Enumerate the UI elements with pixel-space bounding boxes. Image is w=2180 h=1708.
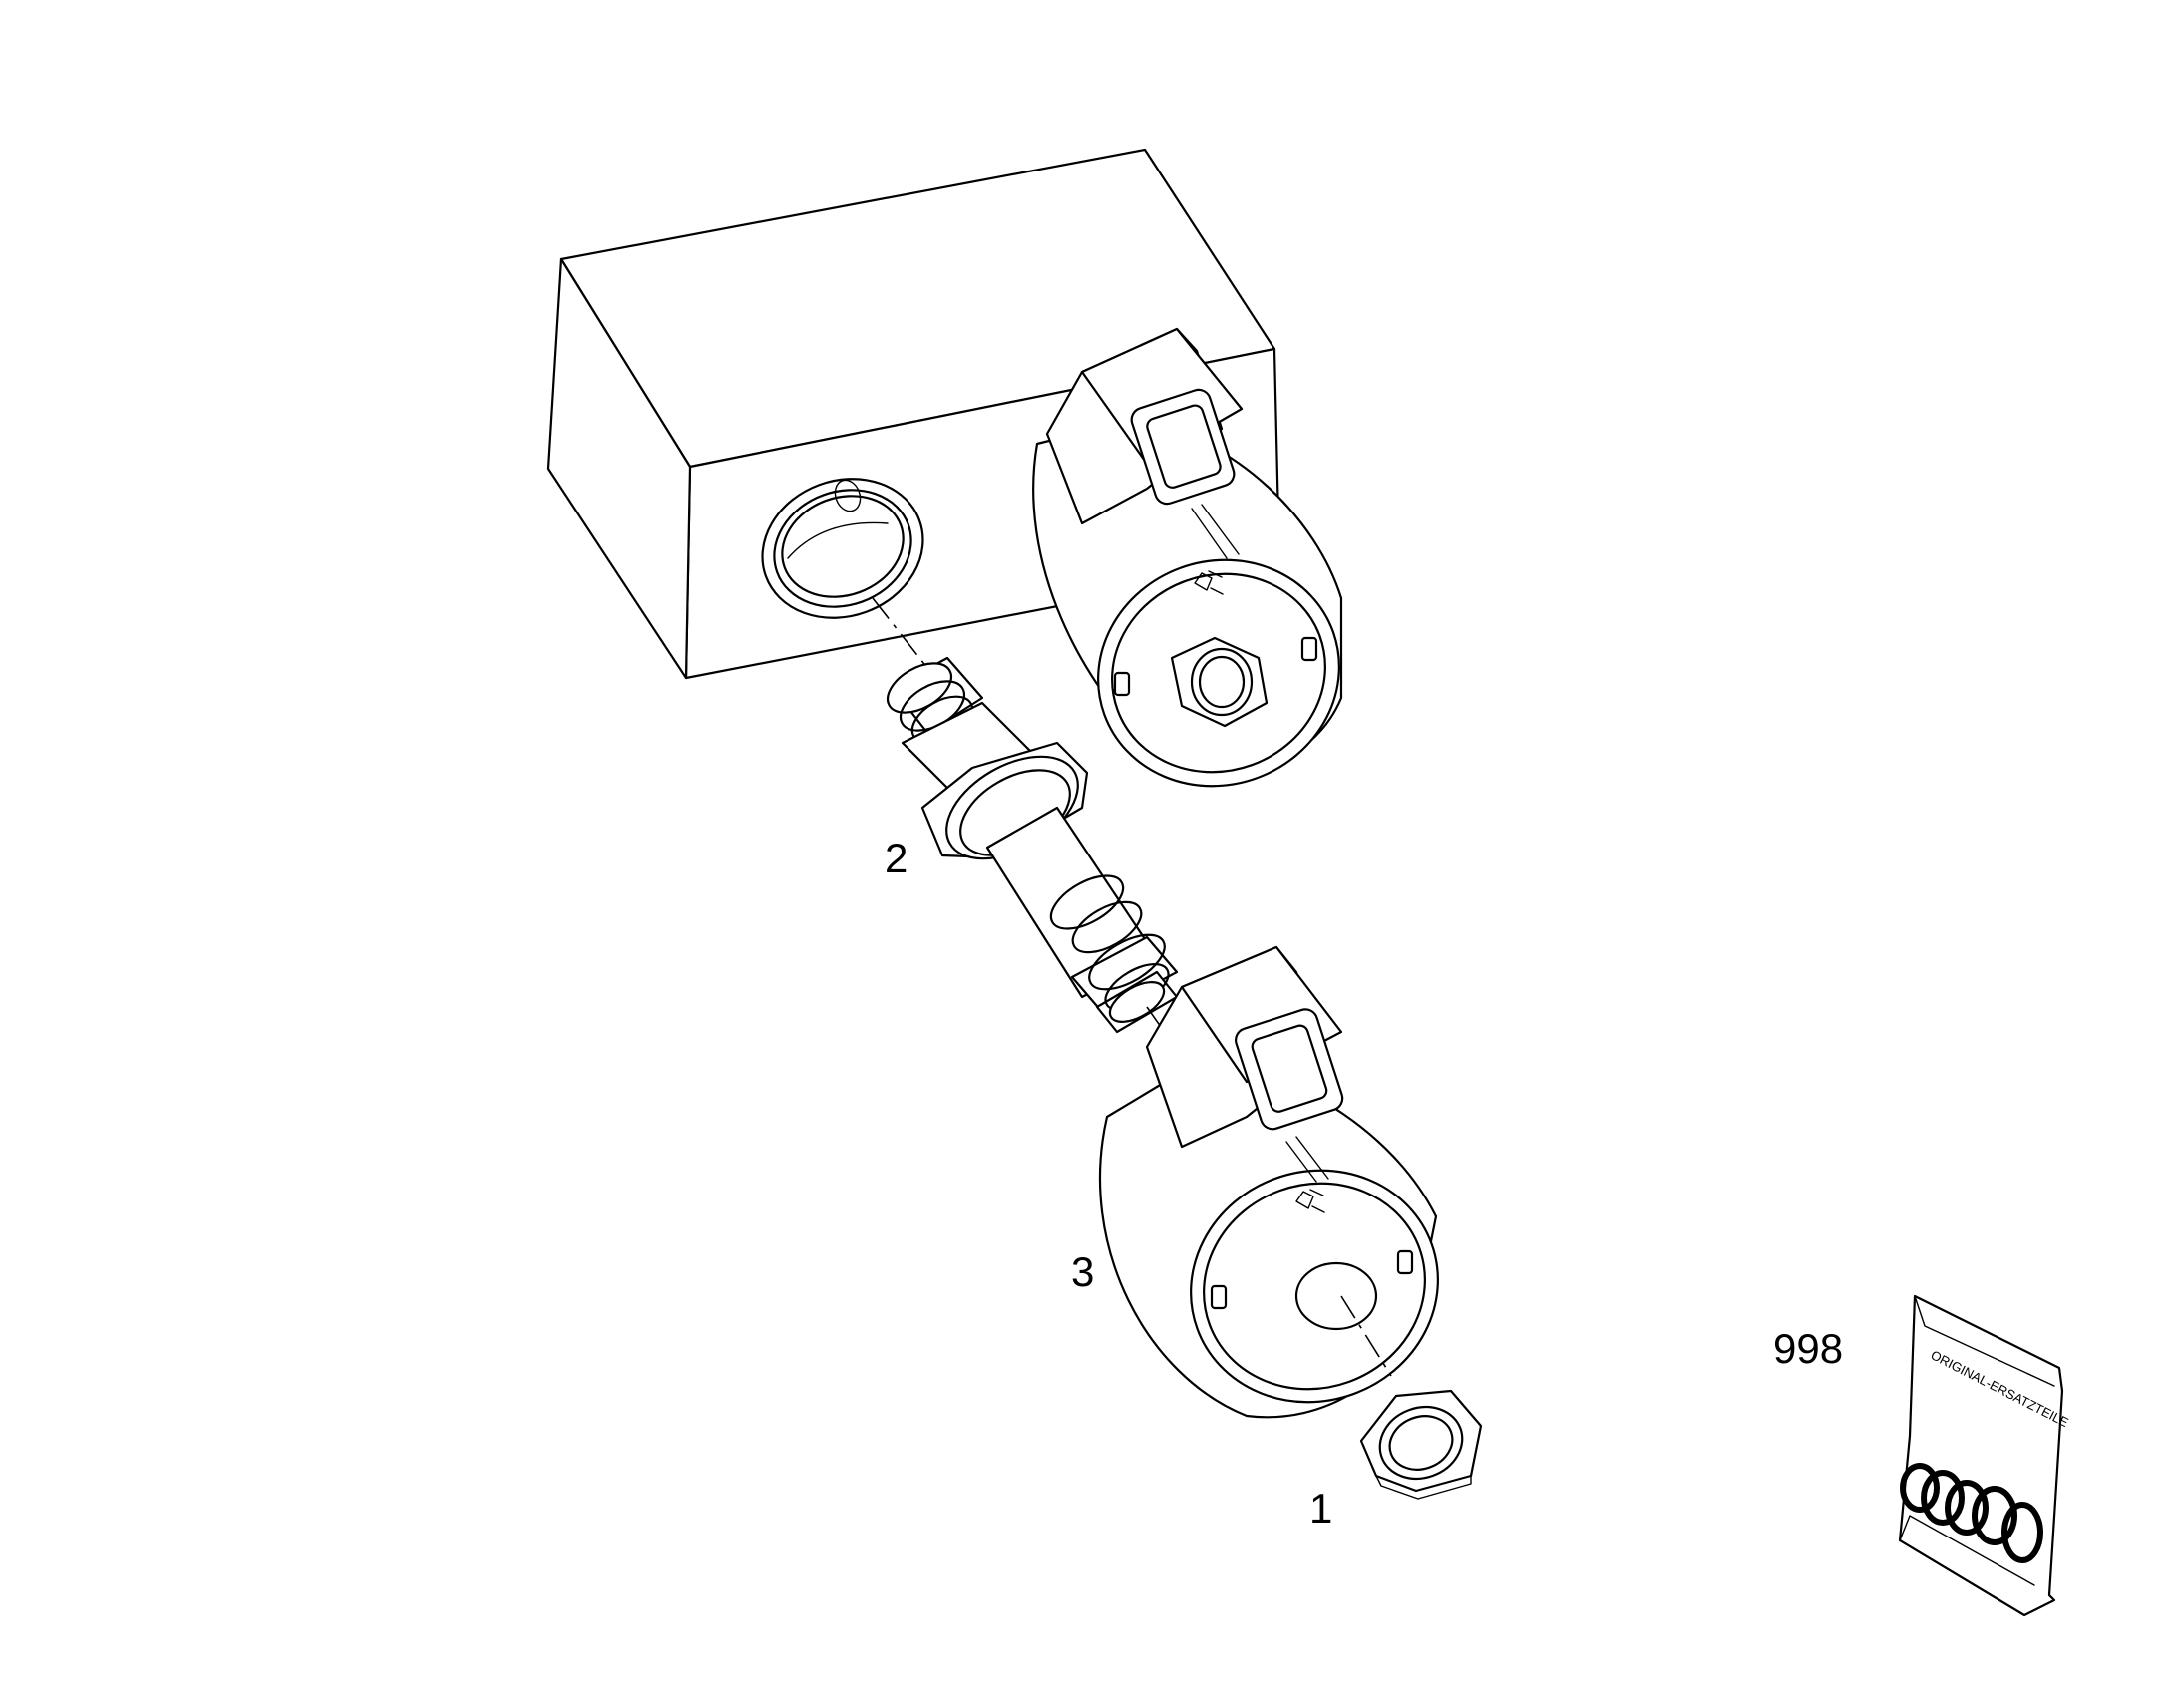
lower-coil-logo-icon	[1295, 1189, 1325, 1213]
upper-coil	[1032, 327, 1343, 788]
o-ring-set	[1900, 1463, 2043, 1563]
upper-coil-logo-icon	[1194, 570, 1224, 595]
part-label-1: 1	[1309, 1485, 1333, 1532]
upper-coil-connector	[1045, 327, 1244, 525]
valve-cartridge	[872, 597, 1183, 1058]
part-label-998: 998	[1773, 1325, 1844, 1372]
hex-nut	[1359, 1389, 1483, 1500]
lower-coil-tab-right	[1396, 1249, 1414, 1275]
seal-kit-bag: ORIGINAL-ERSATZTEILE	[1898, 1294, 2071, 1617]
lower-coil-bore	[1294, 1261, 1378, 1331]
valve-port	[761, 478, 924, 619]
part-label-3: 3	[1071, 1248, 1095, 1295]
lower-coil-connector	[1145, 945, 1344, 1149]
lower-coil-tab-left	[1210, 1284, 1228, 1310]
upper-coil-nut	[1170, 636, 1269, 728]
lower-coil	[1098, 945, 1439, 1419]
upper-coil-tab-right	[1300, 636, 1318, 662]
valve-block	[546, 148, 1281, 680]
part-label-2: 2	[885, 835, 908, 881]
upper-coil-tab-left	[1113, 671, 1131, 697]
